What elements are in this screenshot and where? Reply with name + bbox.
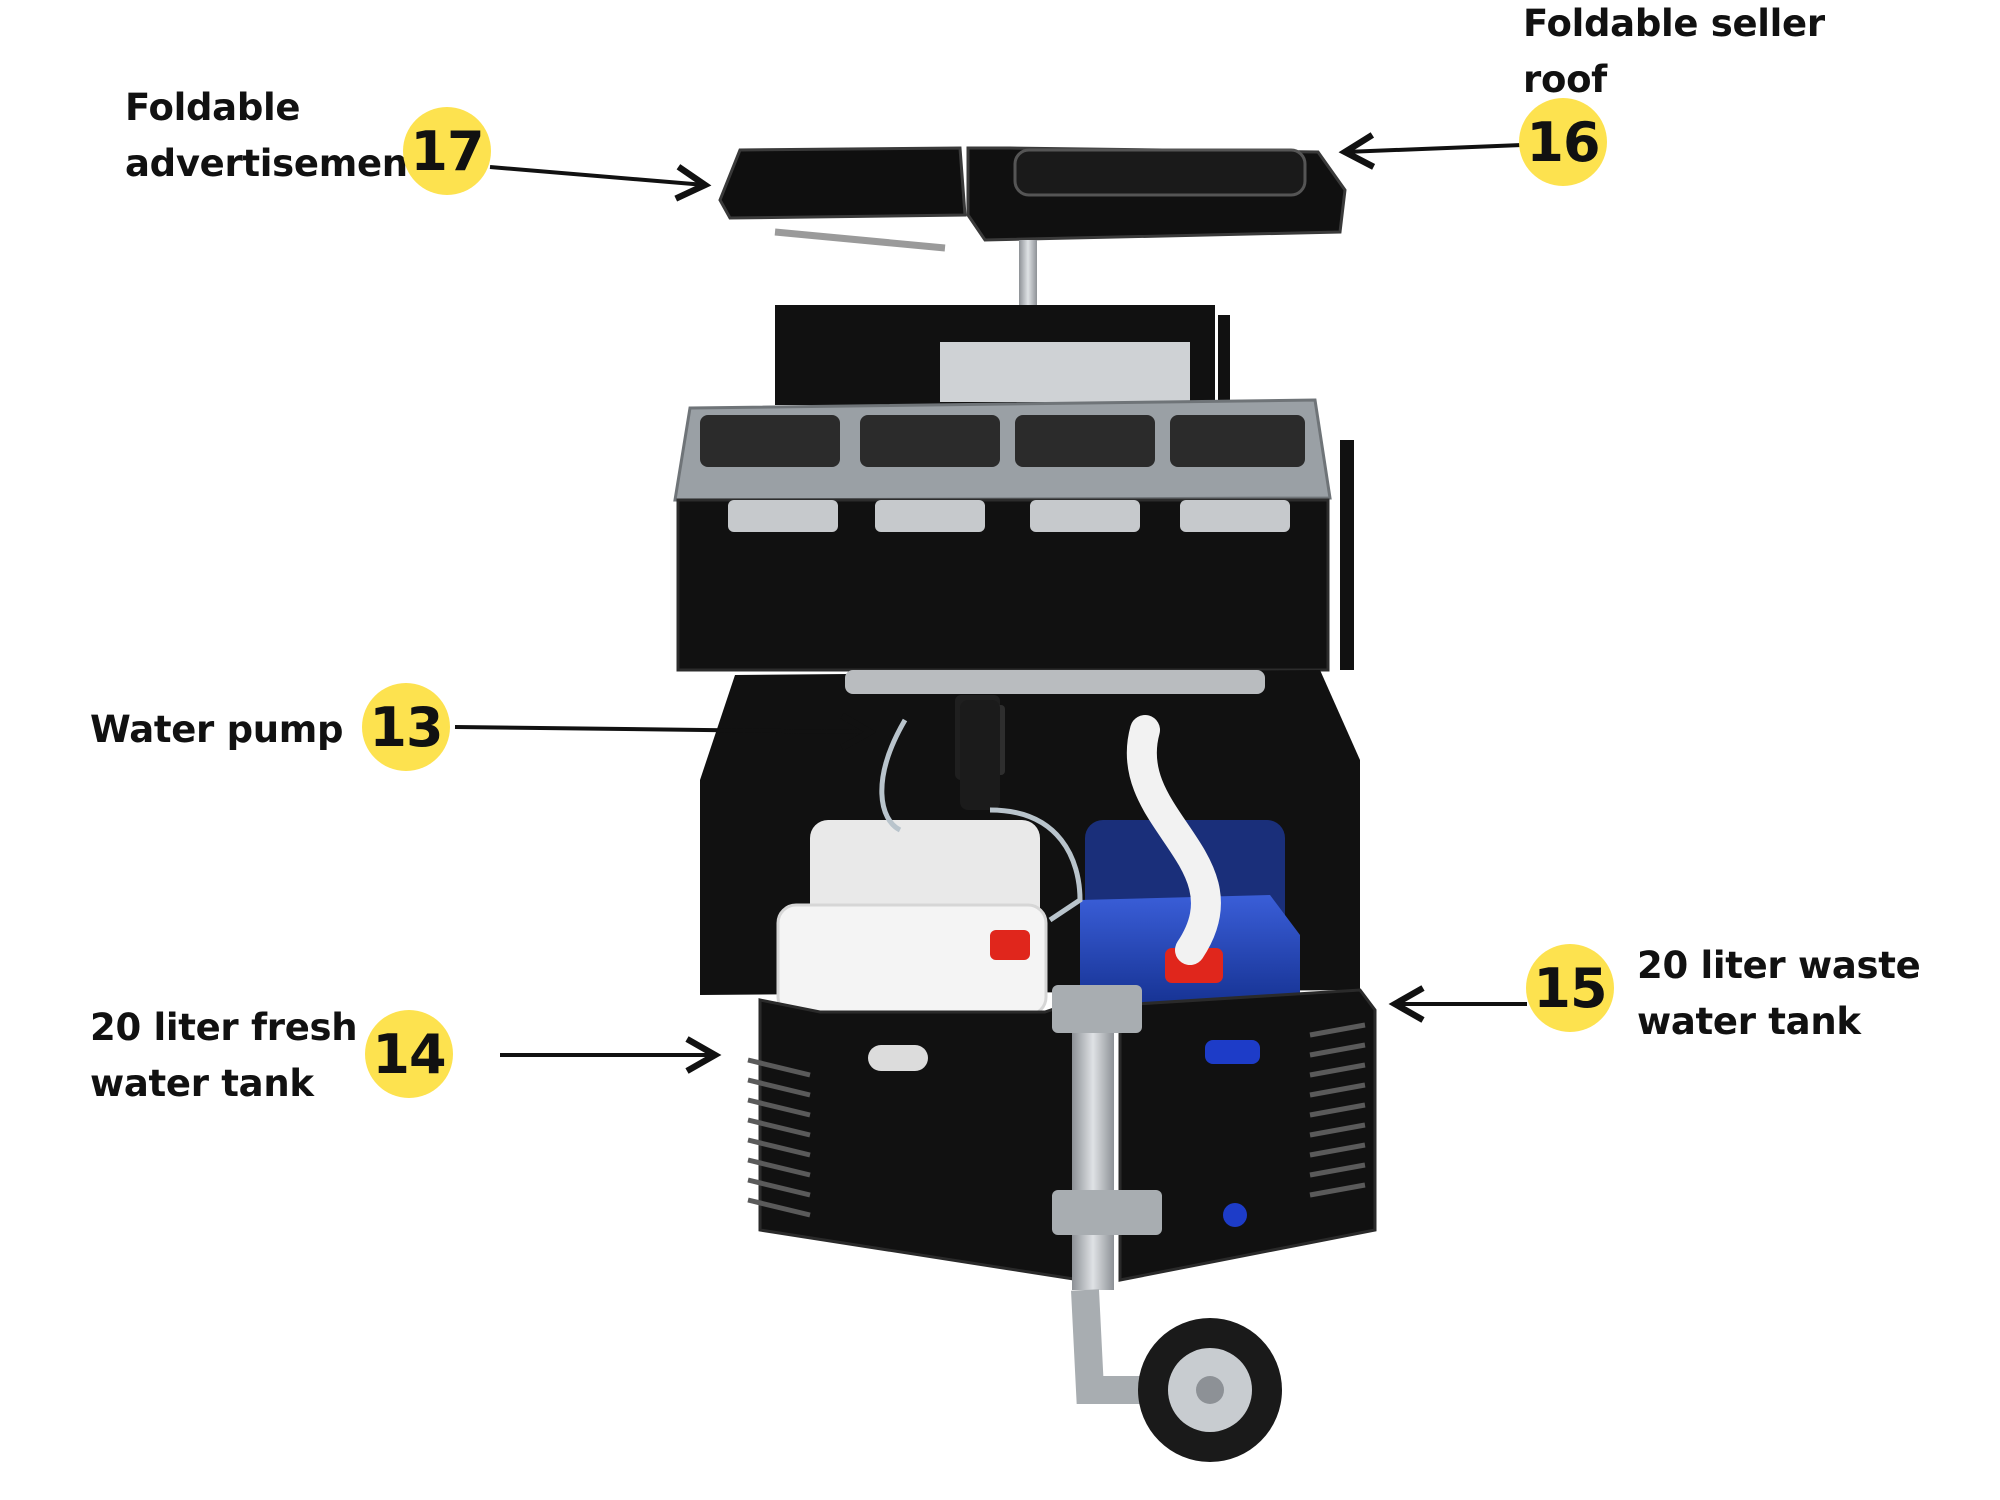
foldable-seller-roof	[718, 146, 1347, 400]
label-13-line-1: Water pump	[90, 708, 344, 751]
cart-illustration	[673, 146, 1377, 1462]
label-15-line-2: water tank	[1637, 1000, 1861, 1043]
fresh-water-tank	[776, 820, 1048, 1017]
label-15-line-1: 20 liter waste	[1637, 944, 1921, 987]
badge-15: 15	[1526, 944, 1614, 1032]
arrow-16	[1338, 132, 1523, 170]
label-15: 20 liter waste water tank	[1637, 938, 1921, 1050]
label-16: Foldable seller roof	[1523, 0, 1825, 108]
label-14: 20 liter fresh water tank	[90, 1000, 358, 1112]
label-14-line-1: 20 liter fresh	[90, 1006, 358, 1049]
badge-16: 16	[1519, 98, 1607, 186]
label-14-line-2: water tank	[90, 1062, 314, 1105]
label-17: Foldable advertisement	[125, 80, 425, 192]
gastronorm-counter	[673, 398, 1354, 672]
label-13: Water pump	[90, 702, 344, 758]
arrow-17	[489, 164, 712, 202]
label-16-line-2: roof	[1523, 58, 1607, 101]
badge-13: 13	[362, 683, 450, 771]
label-17-line-1: Foldable	[125, 86, 301, 129]
label-16-line-1: Foldable seller	[1523, 2, 1825, 45]
badge-14: 14	[365, 1010, 453, 1098]
arrow-13	[454, 712, 877, 751]
jockey-wheel	[1052, 985, 1282, 1462]
badge-17: 17	[403, 107, 491, 195]
label-17-line-2: advertisement	[125, 142, 426, 185]
front-panel	[747, 988, 1377, 1282]
water-pump	[879, 700, 1083, 923]
waste-water-tank	[1080, 715, 1300, 1012]
